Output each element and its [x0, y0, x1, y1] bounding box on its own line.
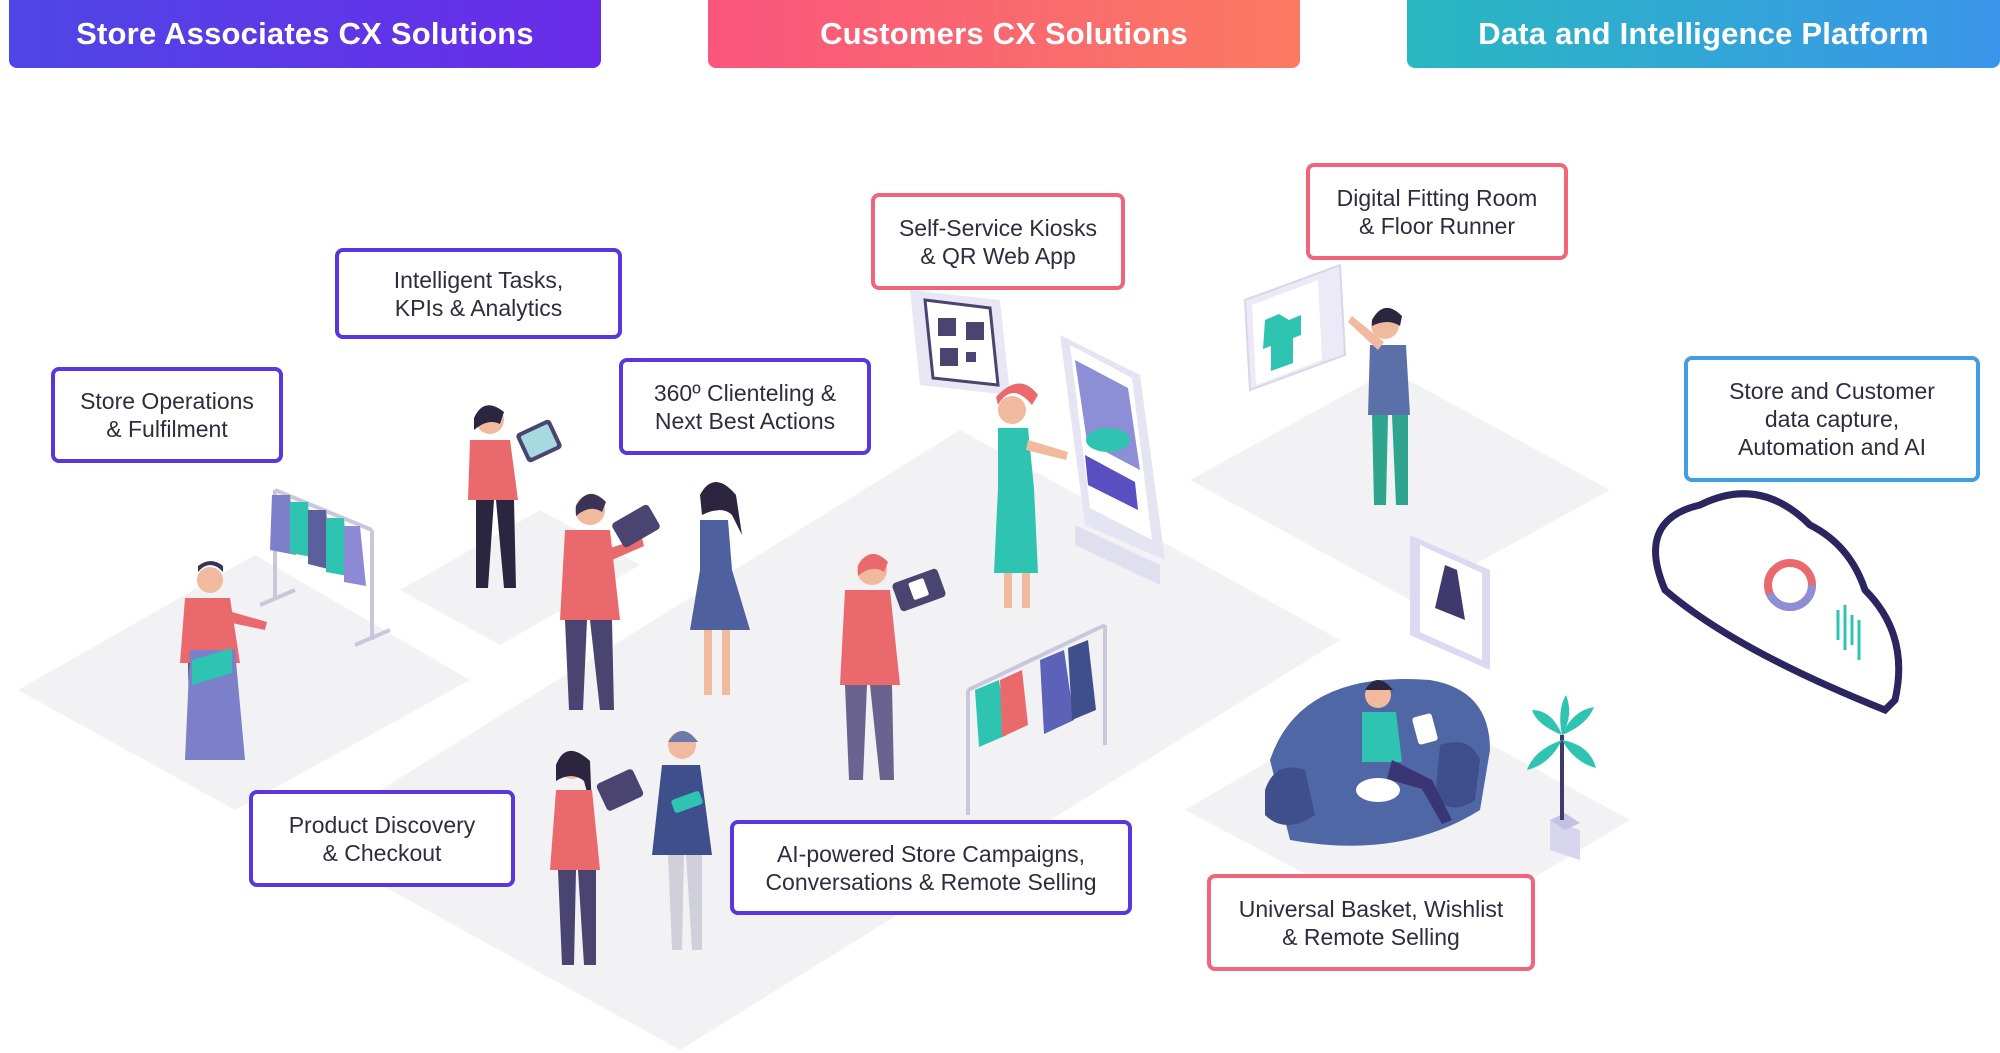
customer-sofa — [1362, 680, 1452, 824]
header-store-associates-text: Store Associates CX Solutions — [76, 16, 534, 51]
label-campaigns: AI-powered Store Campaigns, Conversation… — [730, 820, 1132, 915]
label-basket: Universal Basket, Wishlist & Remote Sell… — [1207, 874, 1535, 971]
customer-kiosk — [994, 383, 1068, 608]
associate-analytics — [468, 405, 562, 588]
label-clienteling-line-1: 360º Clienteling & — [653, 379, 837, 406]
label-campaigns-line-2: Conversations & Remote Selling — [765, 868, 1097, 895]
header-data-platform: Data and Intelligence Platform — [1407, 0, 2000, 68]
clothes-rack-icon — [259, 488, 391, 647]
label-product-discovery-line-1: Product Discovery — [288, 811, 476, 838]
clothes-rack-icon — [966, 623, 1107, 815]
customer-checkout — [652, 731, 712, 950]
label-fitting-room: Digital Fitting Room & Floor Runner — [1306, 163, 1568, 260]
dress-bubble — [1410, 535, 1490, 670]
label-store-operations: Store Operations & Fulfilment — [51, 367, 283, 463]
label-store-operations-line-1: Store Operations — [80, 388, 254, 414]
kiosk-icon — [1060, 335, 1165, 585]
associate-campaigns — [840, 553, 946, 780]
floor-tile-main — [300, 430, 1340, 1050]
label-product-discovery-line-2: & Checkout — [322, 839, 442, 866]
header-customers-text: Customers CX Solutions — [820, 16, 1188, 51]
label-kiosks: Self-Service Kiosks & QR Web App — [871, 193, 1125, 290]
label-clienteling: 360º Clienteling & Next Best Actions — [619, 358, 871, 455]
associate-checkout — [550, 750, 644, 965]
plant-icon — [1527, 695, 1596, 860]
label-kiosks-line-2: & QR Web App — [920, 242, 1076, 269]
label-fitting-room-line-1: Digital Fitting Room — [1336, 184, 1538, 211]
fitting-room-screen — [1243, 263, 1347, 392]
label-store-operations-line-2: & Fulfilment — [106, 416, 228, 442]
qr-code-icon — [910, 290, 1010, 395]
associate-clienteling — [560, 493, 660, 710]
header-data-platform-text: Data and Intelligence Platform — [1478, 16, 1929, 51]
label-intelligent-tasks: Intelligent Tasks, KPIs & Analytics — [335, 248, 622, 339]
label-intelligent-tasks-line-1: Intelligent Tasks, — [393, 266, 564, 293]
customer-dress — [690, 482, 750, 695]
label-basket-line-2: & Remote Selling — [1282, 923, 1460, 950]
label-campaigns-line-1: AI-powered Store Campaigns, — [776, 840, 1086, 867]
cloud-icon — [1652, 490, 1903, 715]
label-kiosks-line-1: Self-Service Kiosks — [898, 214, 1098, 241]
label-data-capture: Store and Customer data capture, Automat… — [1684, 356, 1980, 482]
label-fitting-room-line-2: & Floor Runner — [1359, 212, 1515, 239]
header-customers: Customers CX Solutions — [708, 0, 1300, 68]
header-store-associates: Store Associates CX Solutions — [9, 0, 601, 68]
label-product-discovery: Product Discovery & Checkout — [249, 790, 515, 887]
label-data-capture-line-3: Automation and AI — [1738, 434, 1926, 460]
label-basket-line-1: Universal Basket, Wishlist — [1238, 895, 1504, 922]
floor-tile-left — [18, 555, 470, 810]
label-intelligent-tasks-line-2: KPIs & Analytics — [394, 294, 563, 321]
label-data-capture-line-2: data capture, — [1764, 406, 1900, 432]
label-data-capture-line-1: Store and Customer — [1729, 378, 1935, 404]
associate-fulfilment — [180, 561, 267, 760]
label-clienteling-line-2: Next Best Actions — [654, 407, 836, 434]
customer-fitting-room — [1348, 307, 1410, 505]
